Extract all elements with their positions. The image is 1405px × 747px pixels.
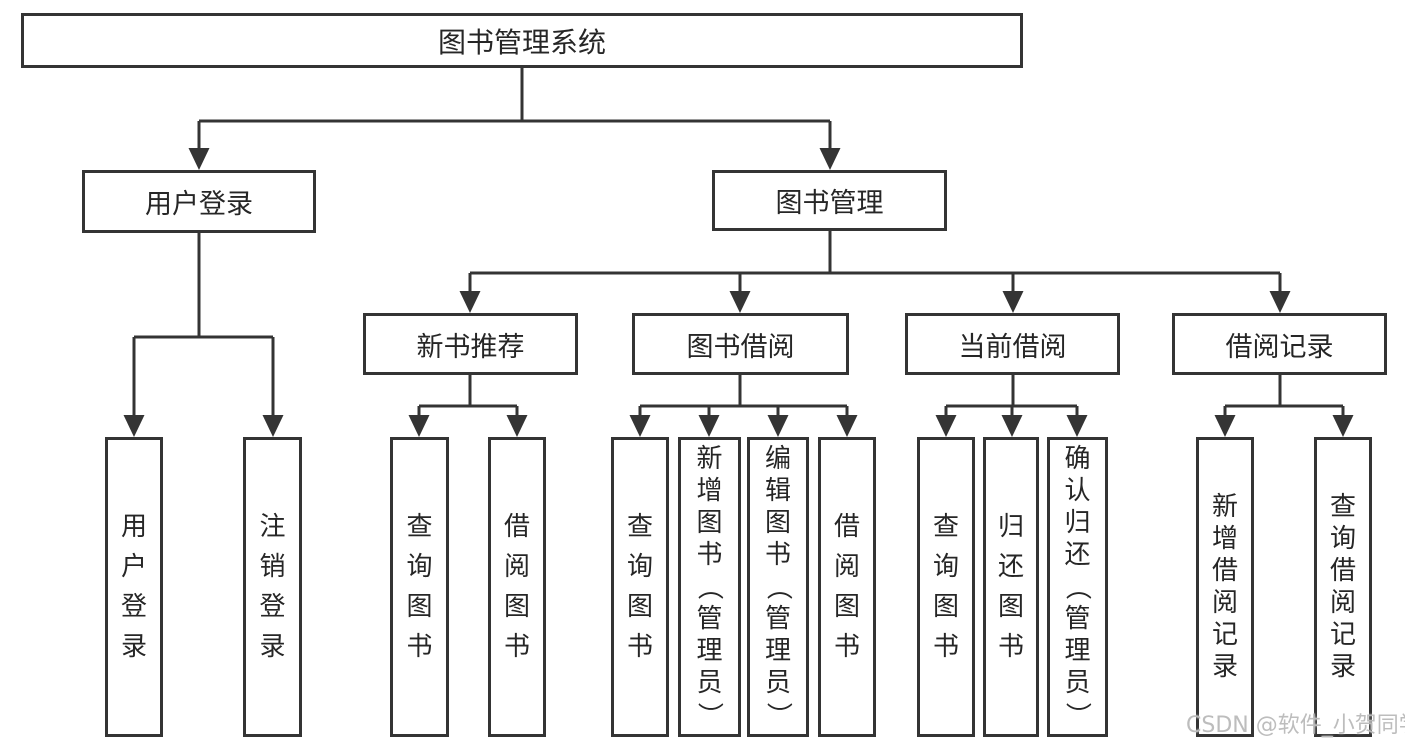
- leaf-query-books-recommend: 查询图书: [390, 437, 449, 737]
- connector-paths: [132, 68, 1345, 419]
- leaf-borrow-books-recommend: 借阅图书: [488, 437, 546, 737]
- leaf-confirm-return-admin: 确认归还（管理员）: [1047, 437, 1108, 737]
- leaf-user-login: 用户登录: [105, 437, 163, 737]
- leaf-edit-book-admin: 编辑图书（管理员）: [747, 437, 809, 737]
- leaf-add-borrow-record: 新增借阅记录: [1196, 437, 1254, 737]
- node-borrowing-records: 借阅记录: [1172, 313, 1387, 375]
- leaf-add-book-admin: 新增图书（管理员）: [678, 437, 741, 737]
- leaf-query-books-borrowing: 查询图书: [611, 437, 669, 737]
- leaf-query-borrow-record: 查询借阅记录: [1314, 437, 1372, 737]
- node-new-book-recommend: 新书推荐: [363, 313, 578, 375]
- node-user-login-group: 用户登录: [82, 170, 316, 233]
- leaf-query-books-current: 查询图书: [917, 437, 975, 737]
- node-book-management: 图书管理: [712, 170, 947, 231]
- leaf-logout: 注销登录: [243, 437, 302, 737]
- leaf-return-book: 归还图书: [983, 437, 1039, 737]
- node-current-borrowing: 当前借阅: [905, 313, 1120, 375]
- node-book-borrowing: 图书借阅: [632, 313, 849, 375]
- node-root: 图书管理系统: [21, 13, 1023, 68]
- leaf-borrow-books-borrowing: 借阅图书: [818, 437, 876, 737]
- arrowhead-icons: [123, 148, 1354, 437]
- watermark: CSDN @软件_小贺同学: [1186, 713, 1405, 738]
